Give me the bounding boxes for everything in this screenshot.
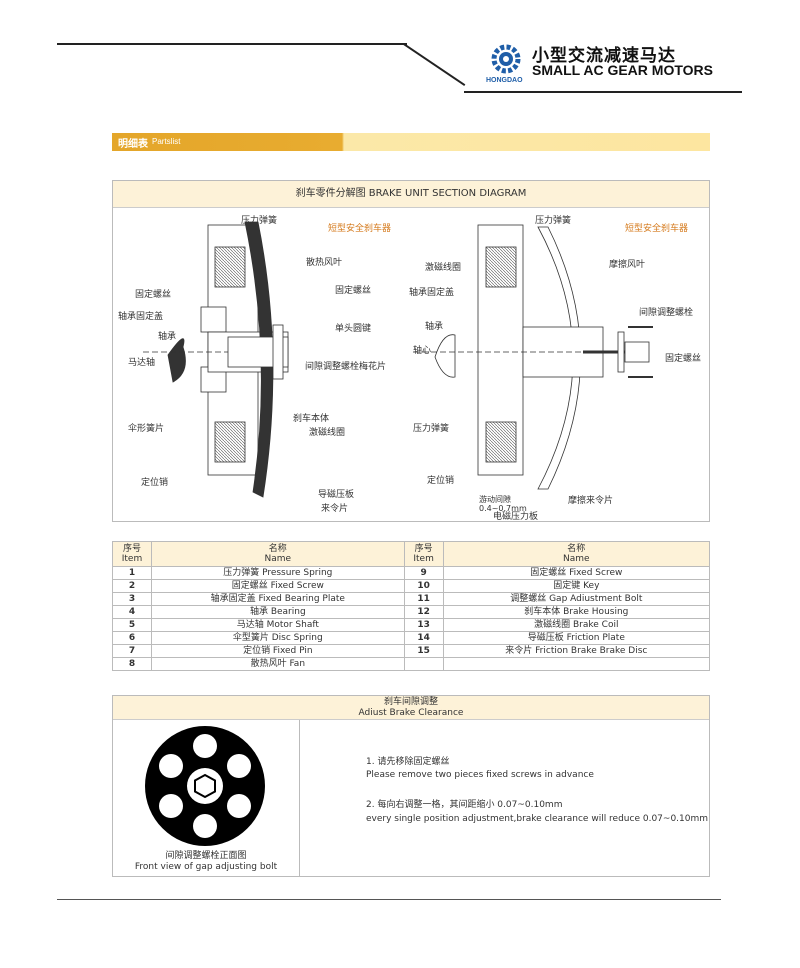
footer-line [57,899,721,900]
step2-cn: 2. 每向右调整一格，其间距缩小 0.07~0.10mm [366,800,563,810]
diagram-drawing: 压力弹簧 短型安全刹车器 散热风叶 固定螺丝 固定螺丝 轴承固定盖 单头圆键 轴… [118,214,701,521]
left-label-bearing-plate: 轴承固定盖 [118,310,163,322]
right-label-friction-disc: 摩擦来令片 [568,494,613,506]
bolt-caption: 间隙调整螺栓正面图 Front view of gap adjusting bo… [113,851,299,873]
right-label-pressure-spring-b: 压力弹簧 [413,422,449,434]
left-type-label: 短型安全刹车器 [328,222,391,234]
left-label-disc-spring: 伞形簧片 [128,422,164,434]
left-label-coil: 激磁线圈 [309,426,345,438]
left-brake-drawing [143,221,289,498]
right-label-gap-bolt: 间隙调整螺栓 [639,306,693,318]
right-label-bearing: 轴承 [425,320,443,332]
brand-title-en: SMALL AC GEAR MOTORS [532,62,713,78]
right-label-fixed-screw: 固定螺丝 [665,352,701,364]
clearance-title-cn: 刹车间隙调整 [383,697,438,707]
right-label-friction-fan: 摩擦风叶 [609,258,645,270]
brake-section-diagram: 刹车零件分解图 BRAKE UNIT SECTION DIAGRAM [112,180,710,522]
bolt-caption-en: Front view of gap adjusting bolt [134,862,278,872]
left-label-brake-disc: 来令片 [321,502,348,514]
left-label-bearing: 轴承 [158,330,176,342]
section-title-cn: 明细表 [118,139,148,150]
left-label-friction-plate: 导磁压板 [318,488,354,500]
left-label-gap-bolt: 间隙调整螺栓梅花片 [305,360,386,372]
header-line-left [57,43,407,45]
left-label-key: 单头圆键 [335,322,371,334]
right-type-label: 短型安全刹车器 [625,222,688,234]
clearance-box: 刹车间隙调整 Adiust Brake Clearance 间隙调整螺栓正面图 … [112,695,710,877]
diagram-title: 刹车零件分解图 BRAKE UNIT SECTION DIAGRAM [113,181,709,208]
bolt-caption-cn: 间隙调整螺栓正面图 [165,851,247,861]
header-line-slant [402,43,466,87]
step1-cn: 1. 请先移除固定螺丝 [366,757,450,767]
header-line-right [464,91,742,93]
hongdao-logo-icon [491,44,521,74]
left-label-fixed-pin: 定位销 [141,476,168,488]
brand-title-cn: 小型交流减速马达 [532,46,676,66]
left-label-pressure-spring: 压力弹簧 [241,214,277,226]
section-title-en: Partslist [152,137,181,146]
clearance-title: 刹车间隙调整 Adiust Brake Clearance [113,696,709,720]
right-label-bearing-plate: 轴承固定盖 [409,286,454,298]
bolt-front-view-panel: 间隙调整螺栓正面图 Front view of gap adjusting bo… [113,720,300,876]
left-label-fixed-screw-b: 固定螺丝 [135,288,171,300]
right-brake-drawing [413,224,653,490]
right-label-armature: 电磁压力板 [493,510,538,521]
right-label-gap-value: 0.4~0.7mm [479,504,527,513]
right-label-pressure-spring: 压力弹簧 [535,214,571,226]
right-label-gap: 游动间隙 [479,494,511,504]
right-label-coil: 激磁线圈 [425,261,461,273]
step1-en: Please remove two pieces fixed screws in… [366,770,594,780]
right-label-shaft: 轴心 [413,344,431,356]
right-label-fixed-pin: 定位销 [427,474,454,486]
left-label-fixed-screw-a: 固定螺丝 [335,284,371,296]
logo-text: HONGDAO [486,77,523,84]
gap-bolt-front-view-icon [145,726,265,846]
left-label-motor-shaft: 马达轴 [128,356,155,368]
clearance-title-en: Adiust Brake Clearance [358,708,464,718]
partslist-section-bar: 明细表 Partslist [112,133,710,151]
left-label-fan: 散热风叶 [306,256,342,268]
step2-en: every single position adjustment,brake c… [366,814,709,824]
left-label-housing: 刹车本体 [293,412,329,424]
